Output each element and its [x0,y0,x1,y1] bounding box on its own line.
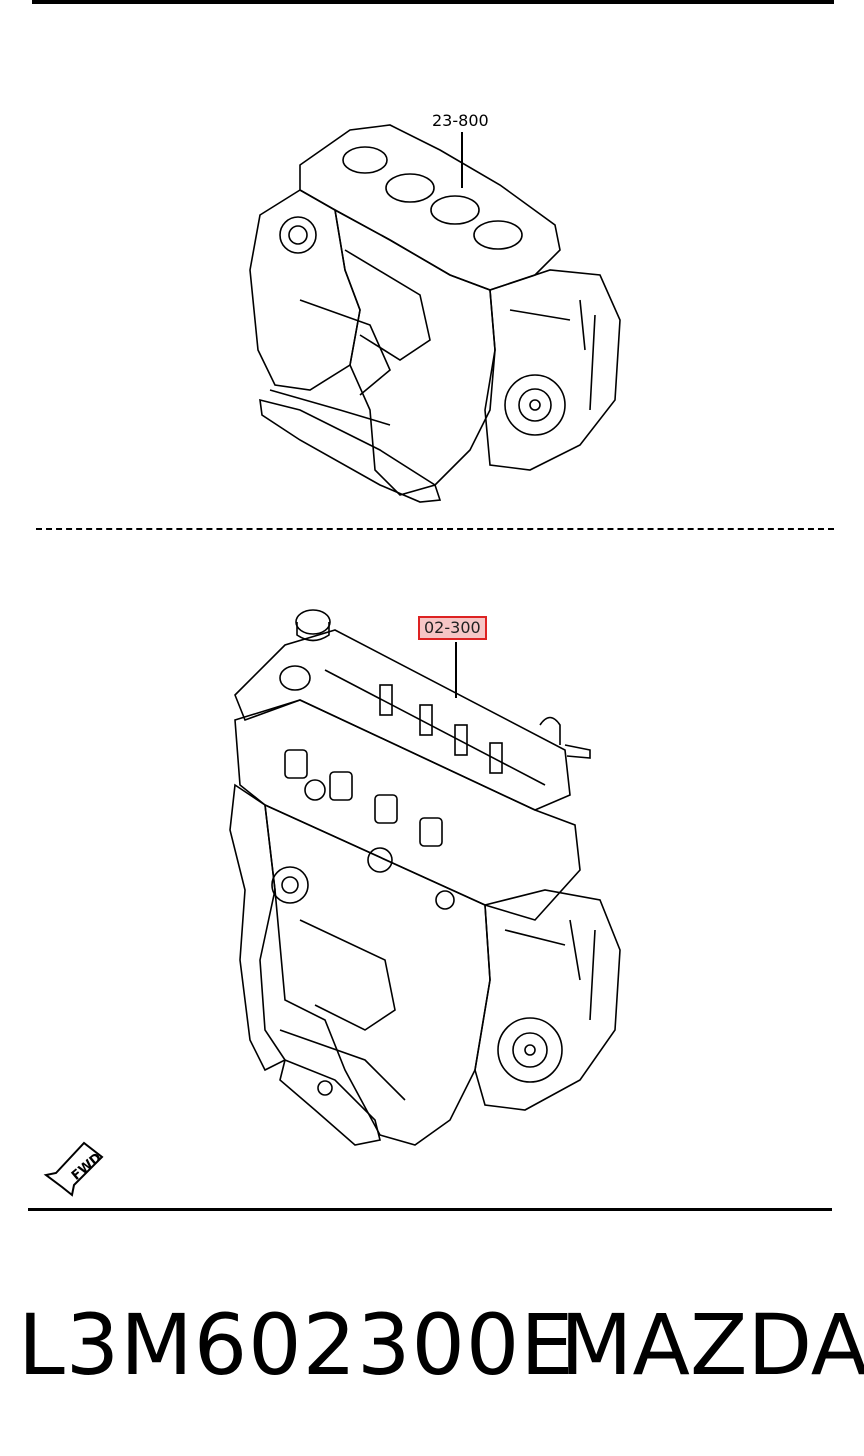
leader-line-block [461,132,463,188]
cylinder-bore-3 [430,195,480,225]
cylinder-head [234,699,581,921]
crank-flange [504,374,566,436]
engine-block [264,803,491,1146]
engine-assembly-drawing [229,609,621,1146]
block-deck-outline [299,124,561,291]
part-number: L3M602300E [18,1296,575,1394]
leader-line-engine [455,642,457,698]
forward-direction-arrow-icon: FWD [43,1141,105,1197]
block-front-face [249,189,361,391]
callout-02-300-highlighted[interactable]: 02-300 [418,616,487,640]
block-rear-bell [484,269,621,471]
caption-bar: L3M602300E MAZDA [0,1295,864,1395]
valve-cover [234,629,571,811]
ignition-coil-3 [454,724,468,756]
ignition-coil-2 [419,704,433,736]
cylinder-bore-1 [342,146,388,174]
ignition-coil-4 [489,742,503,774]
cylinder-bore-4 [473,220,523,250]
ignition-coil-1 [379,684,393,716]
section-divider [36,528,834,530]
bottom-border [28,1208,832,1211]
water-pump-boss [279,216,317,254]
callout-23-800[interactable]: 23-800 [432,111,489,130]
engine-block-drawing [249,124,621,503]
engine-rear-bell [474,889,621,1111]
timing-cover [229,783,287,1072]
top-border [32,0,834,4]
oil-pan-rail [279,1058,381,1146]
cylinder-bore-2 [385,173,435,203]
brand-name: MAZDA [560,1296,864,1394]
crank-flange-assembly [497,1017,563,1083]
block-lower-rail [259,398,442,503]
oil-filler-cap [295,609,331,635]
block-side [333,208,496,496]
